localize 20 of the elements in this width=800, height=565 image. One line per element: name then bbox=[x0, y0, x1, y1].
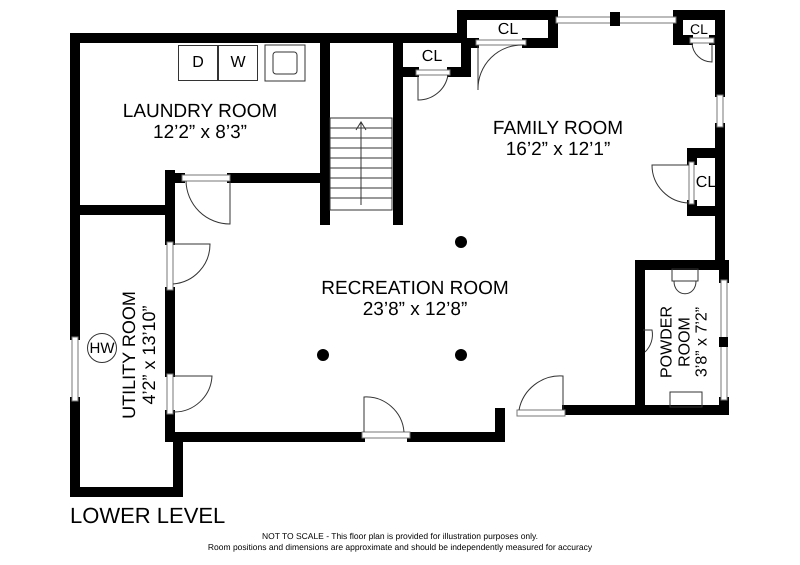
closet-label: CL bbox=[696, 174, 716, 192]
closet-label: CL bbox=[498, 21, 518, 39]
room-dimensions: 23’8” x 12’8” bbox=[362, 300, 468, 321]
disclaimer-note: Room positions and dimensions are approximate and should be independently measured for accuracy bbox=[208, 542, 592, 552]
appliance-box: W bbox=[218, 45, 258, 81]
closet-label: CL bbox=[422, 48, 442, 66]
room-dimensions: 4’2” x 13’10” bbox=[140, 304, 160, 407]
room-dimensions: 12’2” x 8’3” bbox=[152, 123, 248, 144]
room-name: RECREATION ROOM bbox=[320, 279, 510, 300]
room-dimensions: 16’2” x 12’1” bbox=[504, 140, 612, 161]
room-name: LAUNDRY ROOM bbox=[122, 102, 278, 123]
closet-label: CL bbox=[690, 21, 708, 37]
room-name: FAMILY ROOM bbox=[492, 119, 624, 140]
floor-label: LOWER LEVEL bbox=[70, 503, 226, 529]
disclaimer-note: NOT TO SCALE - This floor plan is provided for illustration purposes only. bbox=[262, 531, 538, 541]
room-name: UTILITY ROOM bbox=[120, 290, 140, 421]
room-dimensions: 3’8” x 7’2” bbox=[694, 306, 712, 380]
room-name: POWDER ROOM bbox=[658, 305, 694, 380]
appliance-box: D bbox=[178, 45, 218, 81]
water-heater-symbol: HW bbox=[87, 333, 117, 363]
